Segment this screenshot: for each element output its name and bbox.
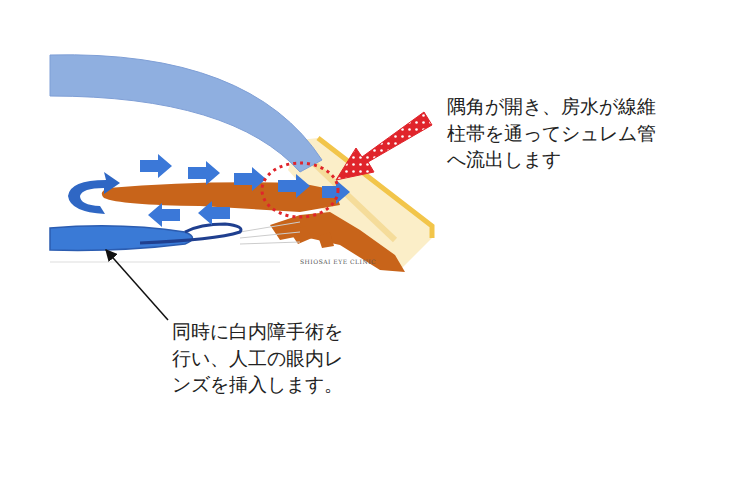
intraocular-lens — [50, 226, 193, 251]
leader-arrow — [106, 250, 168, 320]
zonule — [240, 222, 300, 244]
lens-haptic — [140, 224, 241, 243]
callout-text: 隅角が開き、房水が線維柱帯を通ってシュレム管へ流出します — [447, 93, 672, 173]
angle-highlight — [262, 163, 338, 217]
capsule-line — [50, 262, 280, 263]
red-pointer-arrow — [336, 112, 432, 180]
callout-text: 同時に白内障手術を行い、人工の眼内レンズを挿入します。 — [172, 318, 352, 398]
outflow-dashes — [326, 188, 335, 198]
cornea — [50, 55, 322, 172]
ciliary-processes — [290, 226, 334, 248]
watermark: SHIOSAI EYE CLINIC — [300, 259, 376, 265]
aqueous-flow-arrows — [68, 154, 350, 227]
